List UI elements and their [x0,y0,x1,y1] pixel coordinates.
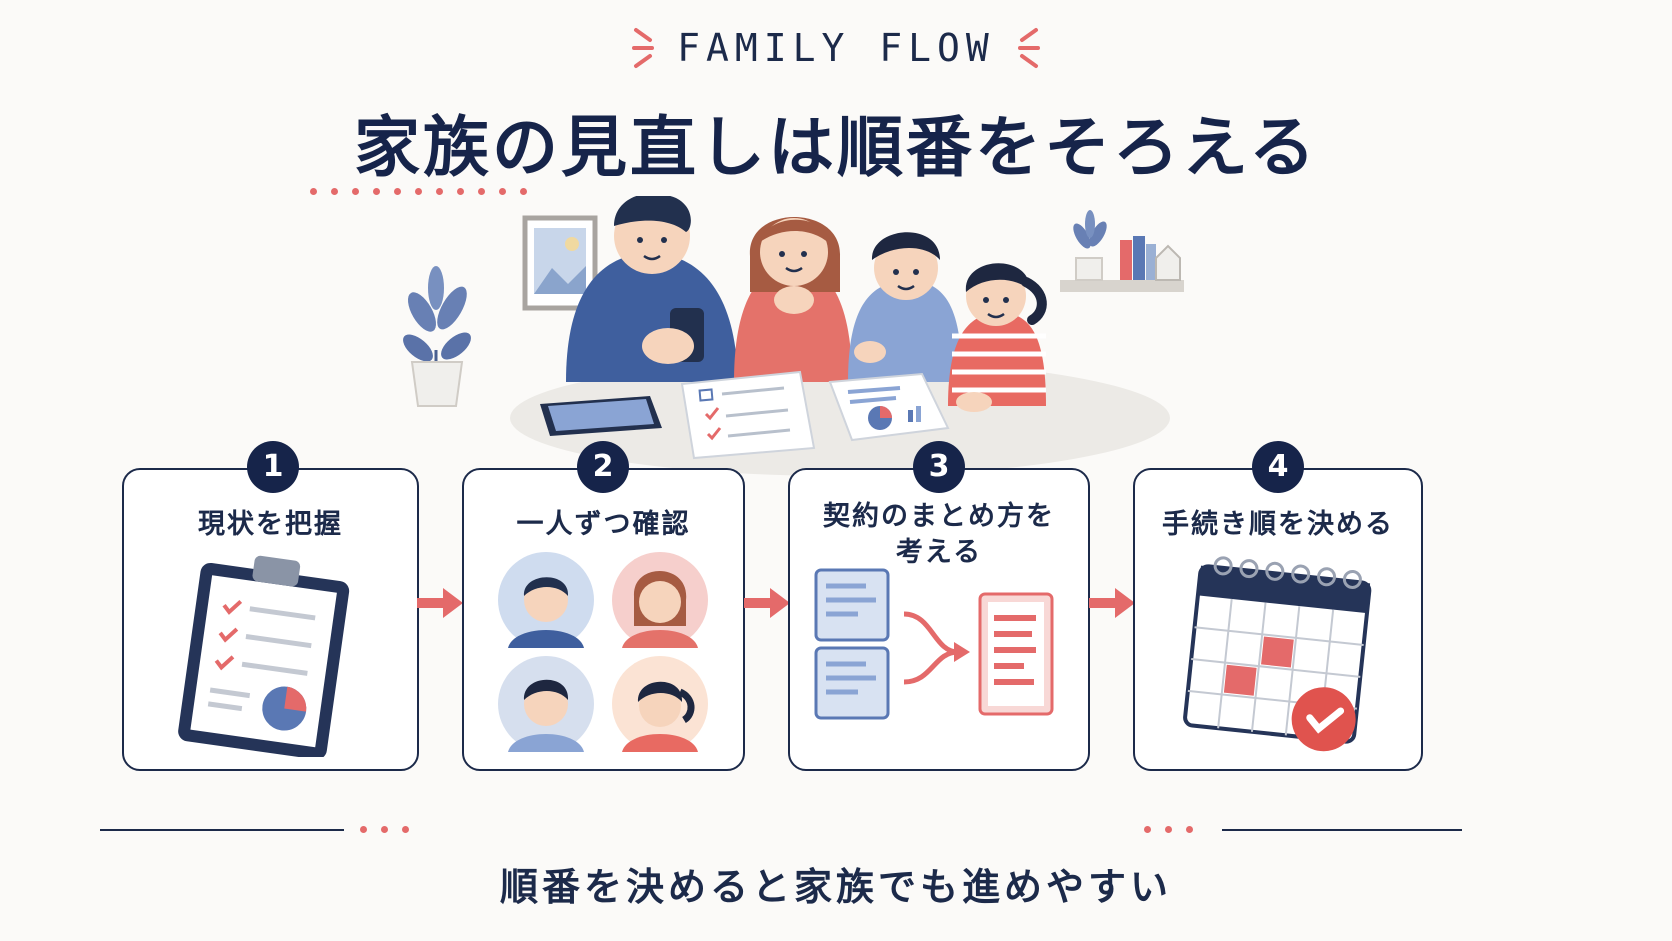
step-label-1: 現状を把握 [198,509,343,540]
step-number-2: 2 [577,441,629,493]
footer-message: 順番を決めると家族でも進めやすい [499,865,1172,909]
title-underline-dots [310,188,527,195]
step-number-4: 4 [1252,441,1304,493]
arrow-right-icon [1089,588,1135,618]
step-label-2: 一人ずつ確認 [516,509,691,540]
arrow-right-icon [744,588,790,618]
footer-line-left [100,829,344,831]
arrow-right-icon [417,588,463,618]
eyebrow-text: FAMILY FLOW [677,26,995,70]
step-label-3-line2: 考える [895,537,983,568]
step-number-1: 1 [247,441,299,493]
footer-dots-left [360,826,409,833]
spark-right-icon [1018,28,1040,68]
step-label-4: 手続き順を決める [1162,509,1394,540]
page-title: 家族の見直しは順番をそろえる [353,109,1319,186]
family-illustration-icon [403,196,1184,476]
footer-line-right [1222,829,1462,831]
step-label-3-line1: 契約のまとめ方を [823,501,1055,532]
footer-dots-right [1144,826,1193,833]
calendar-check-icon [1183,556,1372,752]
clipboard-checklist-icon [178,555,350,757]
merge-documents-icon [814,568,1054,720]
family-portraits-icon [498,552,708,752]
spark-left-icon [632,28,654,68]
step-number-3: 3 [913,441,965,493]
